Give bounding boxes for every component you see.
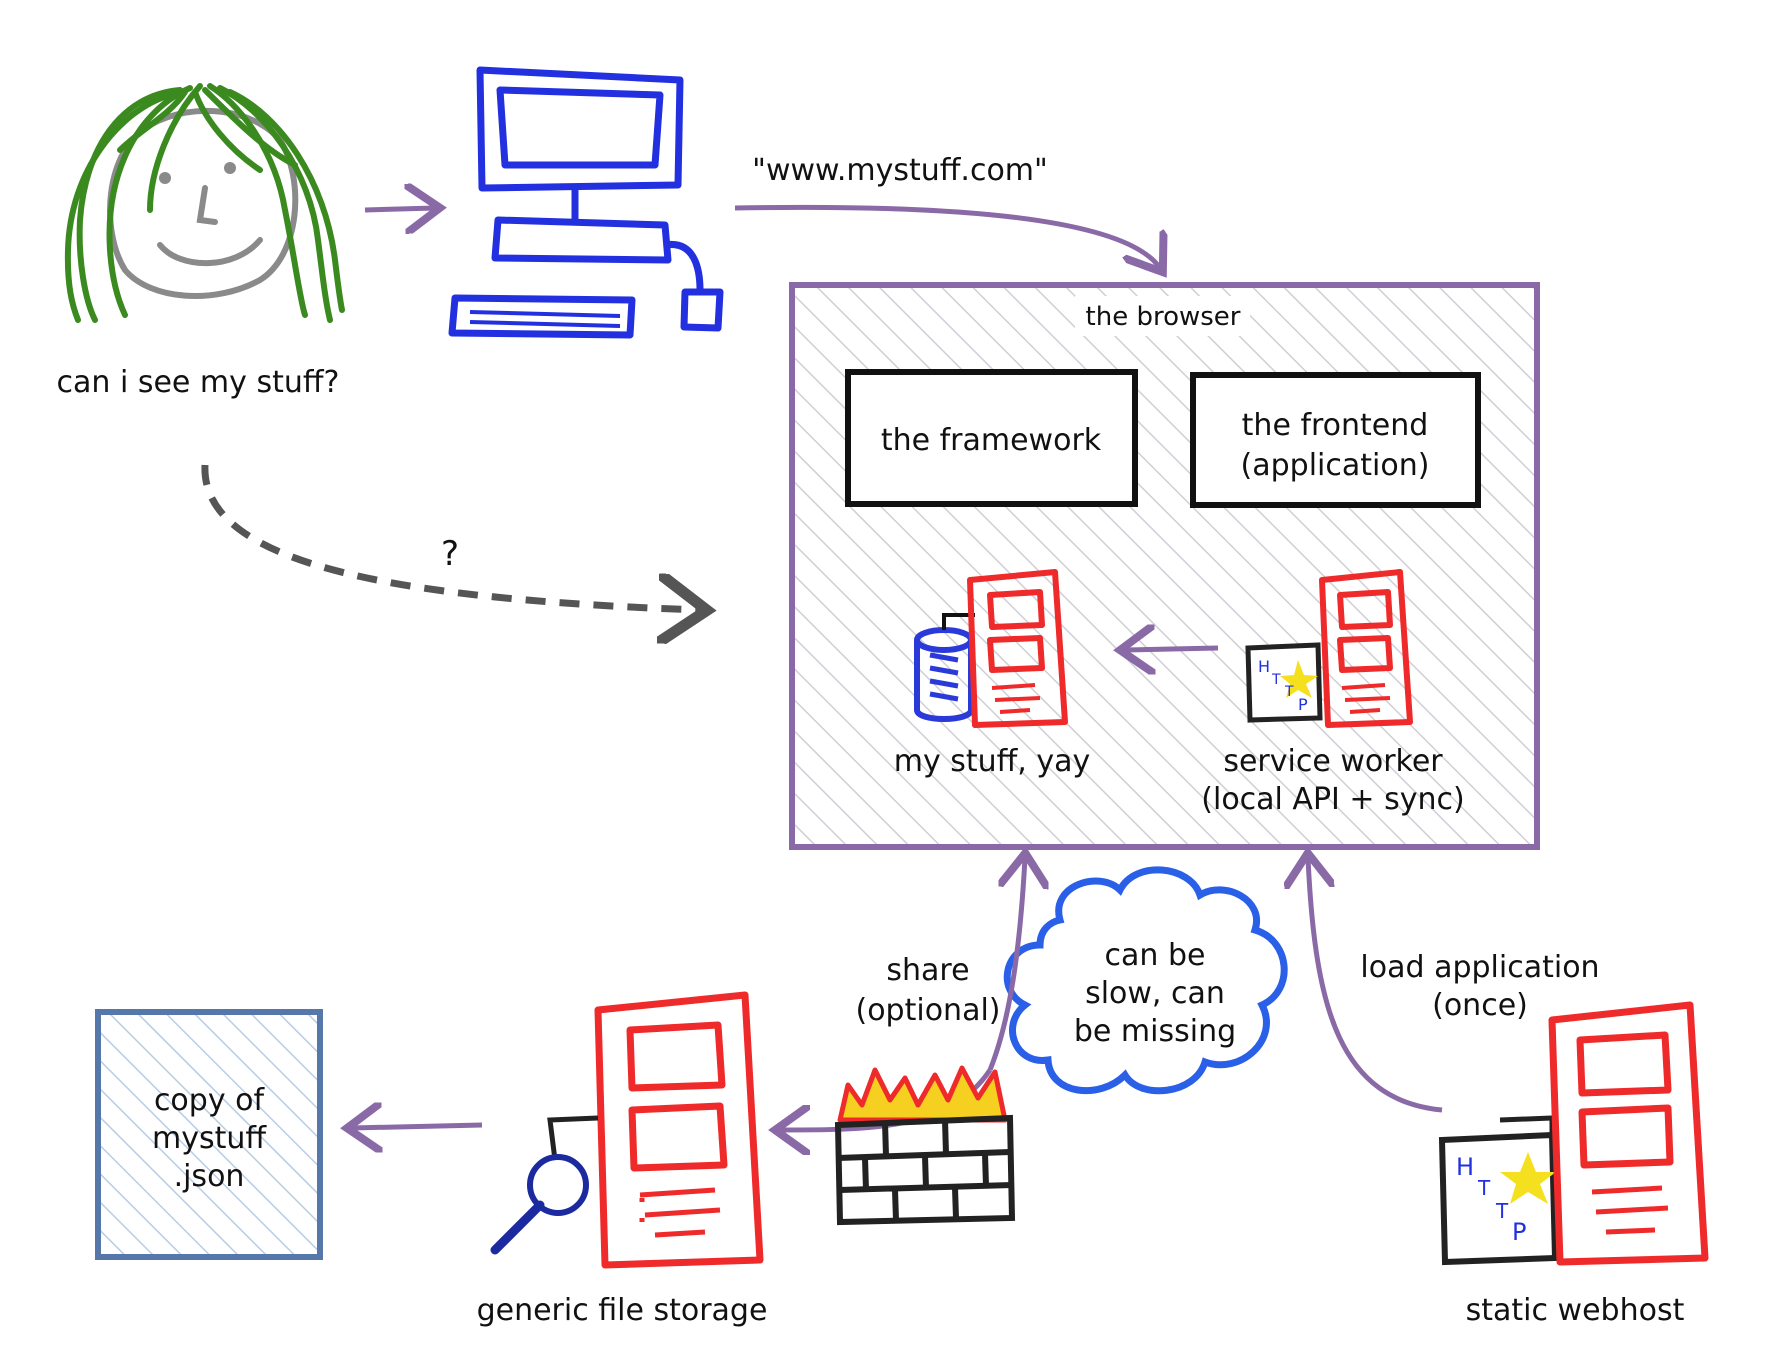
computer-icon xyxy=(448,66,724,339)
server-icon xyxy=(1319,569,1413,728)
cloud-label-line2: slow, can xyxy=(1085,976,1225,1011)
arrow-dashed-question xyxy=(201,464,700,610)
svg-text:T: T xyxy=(1284,684,1294,700)
magnifier-icon xyxy=(490,1115,599,1255)
svg-text:P: P xyxy=(1298,695,1308,714)
svg-text:T: T xyxy=(1495,1199,1509,1223)
http-document-icon: H T T P xyxy=(1245,642,1323,723)
svg-text:P: P xyxy=(1512,1218,1526,1246)
file-icon xyxy=(95,1009,323,1260)
firewall-icon xyxy=(834,1065,1016,1226)
svg-text:T: T xyxy=(1271,672,1281,688)
load-label-line2: (once) xyxy=(1432,988,1528,1023)
svg-text:H: H xyxy=(1258,657,1270,676)
file-label-line1: copy of xyxy=(154,1083,266,1118)
share-label-line1: share xyxy=(886,953,969,988)
service-worker-label-line1: service worker xyxy=(1223,744,1443,779)
framework-label: the framework xyxy=(881,423,1102,458)
load-label-line1: load application xyxy=(1360,950,1599,985)
question-mark-label: ? xyxy=(441,534,459,574)
cloud-label-line1: can be xyxy=(1105,938,1206,973)
arrow-webhost-to-browser xyxy=(1308,858,1443,1113)
cloud-icon xyxy=(1003,866,1288,1095)
browser-title: the browser xyxy=(1086,302,1241,332)
arrow-share-to-browser xyxy=(987,858,1025,1071)
arrow-storage-to-file xyxy=(352,1125,483,1128)
frontend-label-line2: (application) xyxy=(1241,448,1430,483)
server-icon xyxy=(594,991,764,1269)
arrow-computer-to-browser xyxy=(734,204,1160,268)
user-question-label: can i see my stuff? xyxy=(57,365,340,400)
my-stuff-label: my stuff, yay xyxy=(894,744,1091,779)
framework-box: the framework xyxy=(845,369,1138,507)
static-webhost-label: static webhost xyxy=(1466,1293,1685,1328)
http-document-icon: H T T P xyxy=(1438,1115,1559,1266)
server-icon xyxy=(967,569,1068,728)
user-face-icon xyxy=(64,83,345,323)
file-label-line2: mystuff xyxy=(152,1121,267,1156)
cloud-label-line3: be missing xyxy=(1074,1014,1236,1049)
frontend-label-line1: the frontend xyxy=(1242,408,1429,443)
url-label: "www.mystuff.com" xyxy=(752,153,1048,188)
svg-text:T: T xyxy=(1477,1176,1491,1200)
server-icon xyxy=(1548,1001,1709,1266)
generic-storage-label: generic file storage xyxy=(477,1293,768,1328)
service-worker-label-line2: (local API + sync) xyxy=(1201,782,1464,817)
share-label-line2: (optional) xyxy=(856,993,1001,1028)
arrow-service-worker-to-data xyxy=(1125,648,1219,650)
arrow-user-to-computer xyxy=(364,208,435,210)
frontend-box: the frontend (application) xyxy=(1190,372,1481,508)
file-label-line3: .json xyxy=(174,1159,245,1194)
svg-text:H: H xyxy=(1456,1153,1474,1181)
